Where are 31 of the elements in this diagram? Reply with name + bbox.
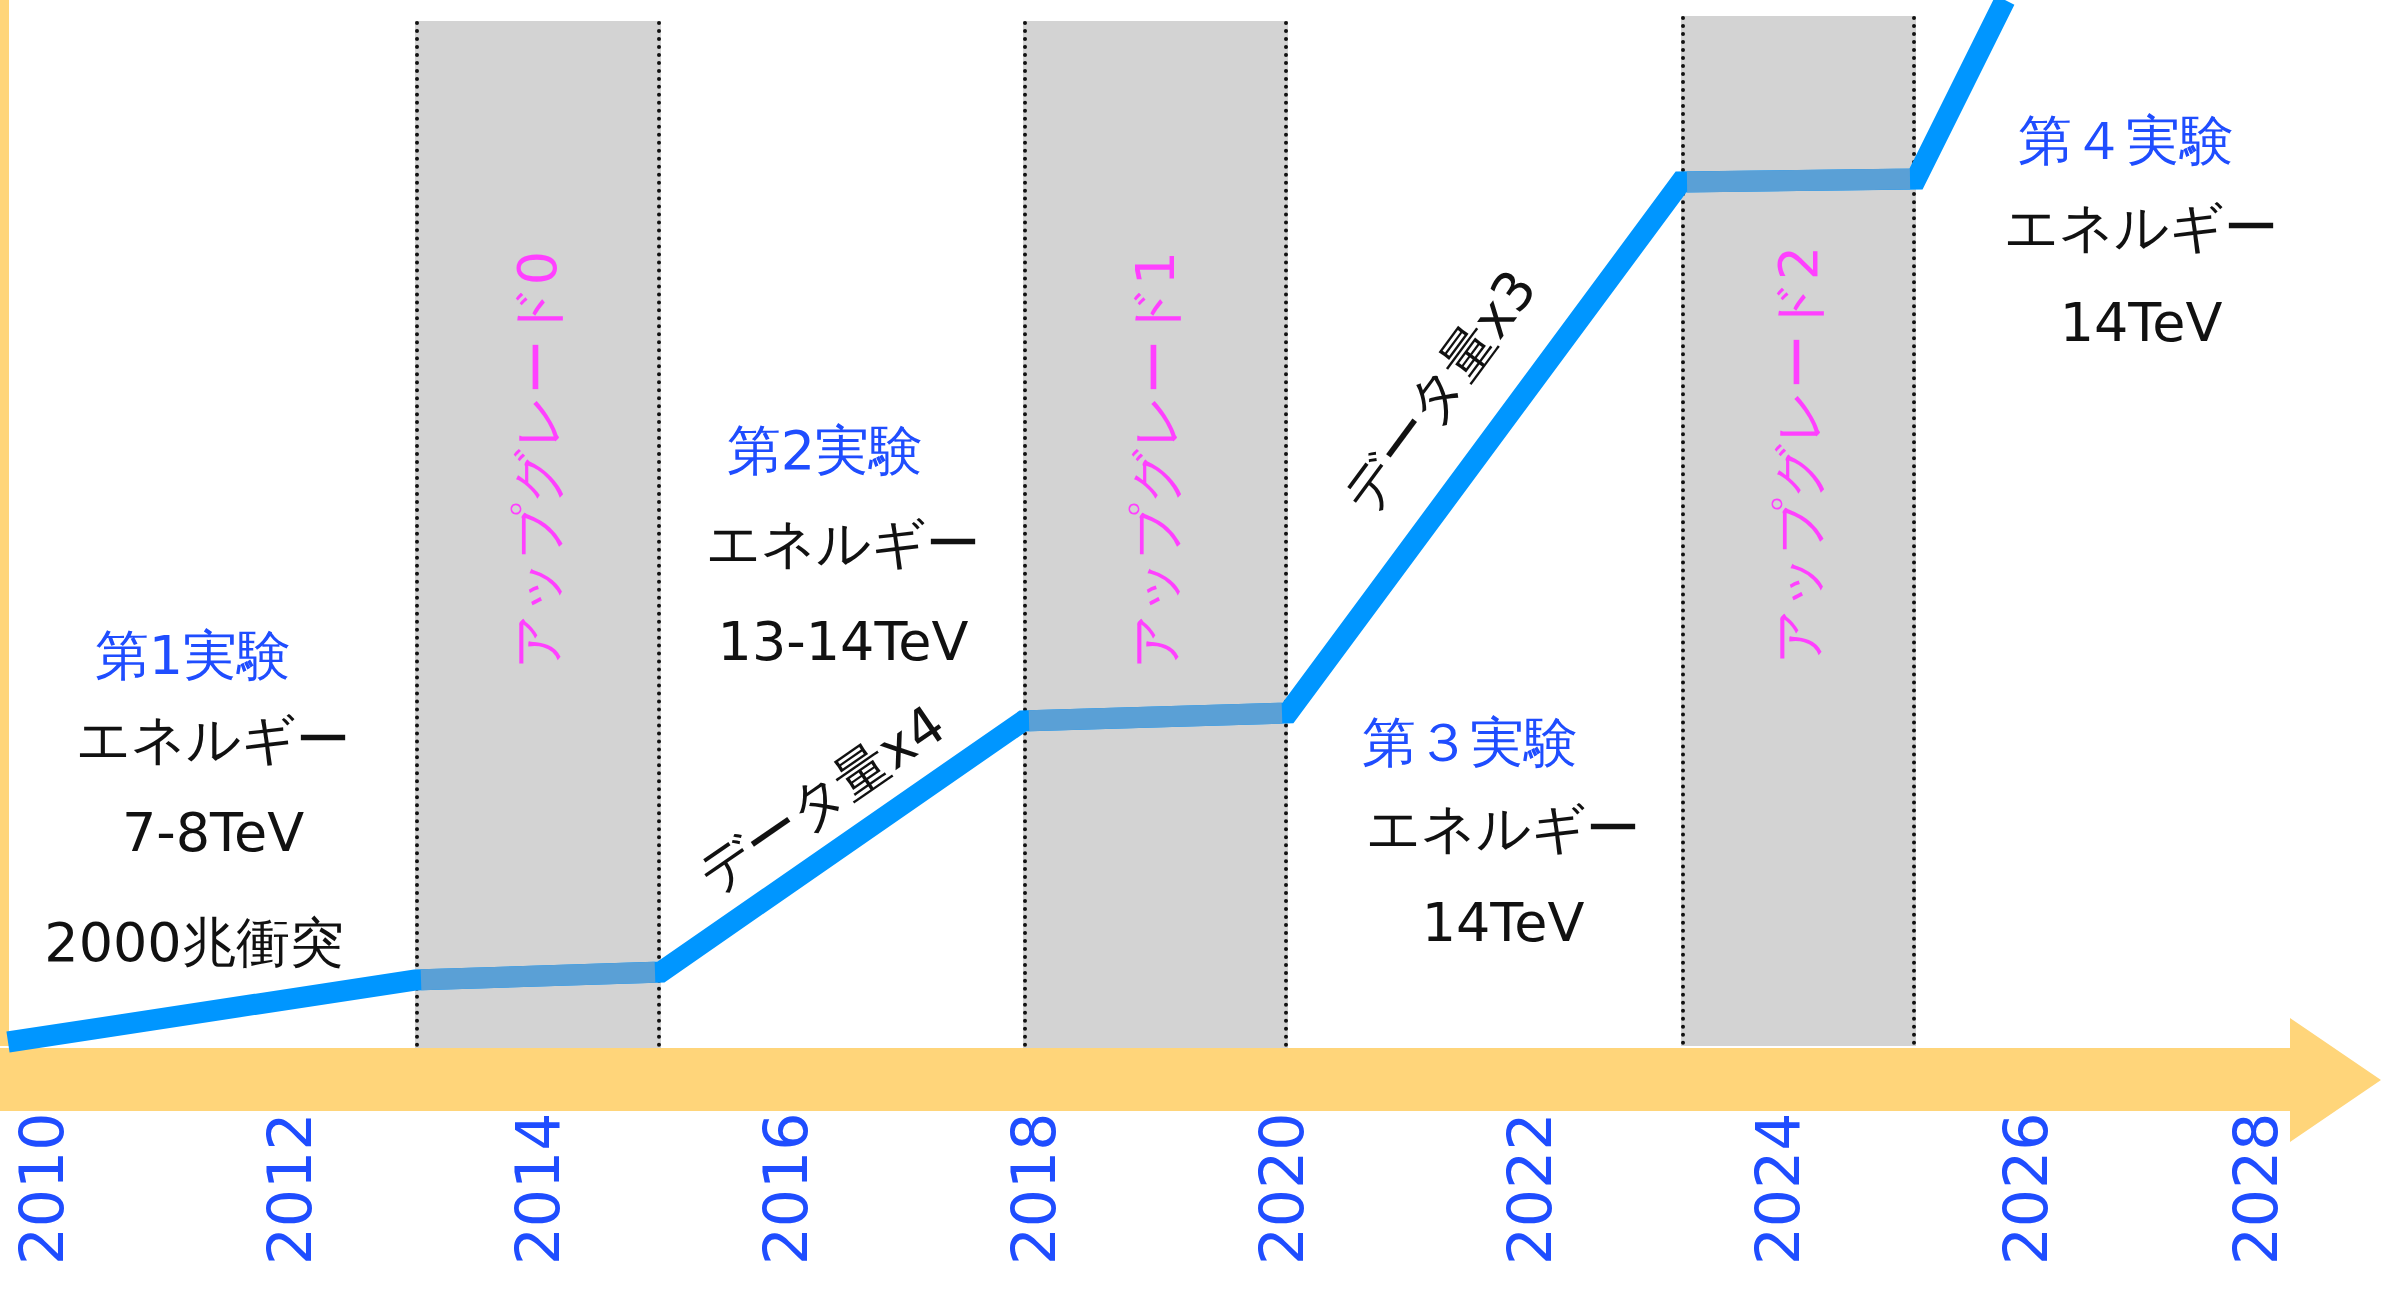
annotation-text: エネルギー (2004, 194, 2278, 261)
year-label: 2020 (1247, 1112, 1317, 1266)
experiment-title: 第1実験 (94, 622, 292, 689)
year-label: 2026 (1991, 1112, 2061, 1266)
year-label: 2016 (751, 1112, 821, 1266)
annotation-text: 2000兆衝突 (44, 909, 344, 976)
year-label: 2010 (7, 1112, 77, 1266)
experiment-title: 第４実験 (2018, 107, 2234, 174)
year-label: 2018 (999, 1112, 1069, 1266)
annotation-text: エネルギー (76, 706, 350, 773)
annotation-text: データ量x4 (685, 691, 958, 908)
year-label: 2022 (1495, 1112, 1565, 1266)
annotation-text: データ量x3 (1328, 257, 1551, 527)
experiment-title: 第３実験 (1362, 709, 1578, 776)
upgrade-period-band (1681, 16, 1916, 1046)
annotation-text: エネルギー (1366, 795, 1640, 862)
year-label: 2012 (255, 1112, 325, 1266)
band-label: アップグレード2 (1765, 245, 1830, 665)
annotation-text: 14TeV (1421, 890, 1585, 954)
band-label: アップグレード0 (504, 250, 570, 670)
annotation-text: 14TeV (2059, 290, 2223, 354)
band-label: アップグレード1 (1122, 250, 1187, 670)
annotation-text: 13-14TeV (717, 609, 969, 673)
year-label: 2024 (1743, 1112, 1813, 1266)
upgrade-period-band (1023, 21, 1288, 1048)
upgrade-period-band (415, 21, 661, 1048)
annotation-text: エネルギー (706, 510, 980, 577)
experiment-title: 第2実験 (726, 417, 924, 484)
year-label: 2014 (503, 1112, 573, 1266)
annotation-text: 7-8TeV (121, 800, 305, 864)
year-label: 2028 (2221, 1112, 2291, 1266)
